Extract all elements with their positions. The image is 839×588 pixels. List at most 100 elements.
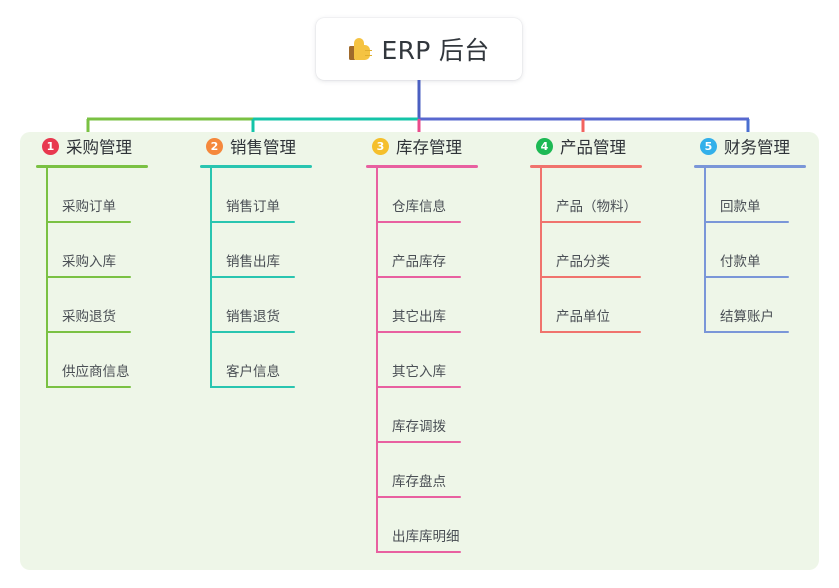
- branch-item[interactable]: 供应商信息: [36, 333, 186, 388]
- branch-spine: [540, 168, 542, 333]
- branch-item[interactable]: 仓库信息: [366, 168, 516, 223]
- branch-item[interactable]: 采购退货: [36, 278, 186, 333]
- branch-title: 财务管理: [724, 138, 790, 157]
- branch-item[interactable]: 采购入库: [36, 223, 186, 278]
- branch-item-underline: [540, 221, 641, 223]
- branch-item-underline: [46, 276, 131, 278]
- branch-item[interactable]: 结算账户: [694, 278, 839, 333]
- branch-item[interactable]: 客户信息: [200, 333, 350, 388]
- branch-item-underline: [540, 276, 641, 278]
- branch-spine: [46, 168, 48, 388]
- branch-item[interactable]: 产品（物料）: [530, 168, 680, 223]
- branch-item-underline: [210, 221, 295, 223]
- branch-item-label: 产品单位: [556, 309, 610, 325]
- branch-header[interactable]: 1 采购管理: [36, 132, 186, 160]
- branch-item-label: 仓库信息: [392, 199, 446, 215]
- branch-item-label: 出库库明细: [392, 529, 460, 545]
- branch-item-underline: [704, 331, 789, 333]
- branch-items: 回款单付款单结算账户: [694, 168, 839, 333]
- branch-item-underline: [376, 551, 461, 553]
- branch-item-underline: [540, 331, 641, 333]
- branch-spine: [704, 168, 706, 333]
- branch-underline: [530, 165, 642, 168]
- branch-number-badge: 4: [536, 137, 553, 155]
- branch-item[interactable]: 库存盘点: [366, 443, 516, 498]
- branch-number-badge: 3: [372, 137, 389, 155]
- branch-item[interactable]: 其它入库: [366, 333, 516, 388]
- branch-item[interactable]: 采购订单: [36, 168, 186, 223]
- branch-item[interactable]: 产品分类: [530, 223, 680, 278]
- branch-item-underline: [210, 331, 295, 333]
- branch-item-underline: [704, 221, 789, 223]
- branch-item-underline: [46, 331, 131, 333]
- branch-item[interactable]: 产品单位: [530, 278, 680, 333]
- branch-item-label: 销售订单: [226, 199, 280, 215]
- branch-item-label: 供应商信息: [62, 364, 130, 380]
- branch-item-label: 采购退货: [62, 309, 116, 325]
- branch-item[interactable]: 销售订单: [200, 168, 350, 223]
- branch-header[interactable]: 3 库存管理: [366, 132, 516, 160]
- branch-column: 4 产品管理产品（物料） 产品分类产品单位: [530, 132, 680, 333]
- branch-underline: [366, 165, 478, 168]
- branch-header[interactable]: 5 财务管理: [694, 132, 839, 160]
- branch-item-underline: [704, 276, 789, 278]
- branch-item[interactable]: 出库库明细: [366, 498, 516, 553]
- branch-item-label: 其它入库: [392, 364, 446, 380]
- branch-item-underline: [376, 386, 461, 388]
- branch-item[interactable]: 产品库存: [366, 223, 516, 278]
- branch-item[interactable]: 其它出库: [366, 278, 516, 333]
- branch-item-underline: [210, 386, 295, 388]
- branch-underline: [694, 165, 806, 168]
- branch-header[interactable]: 2 销售管理: [200, 132, 350, 160]
- branch-item-label: 产品分类: [556, 254, 610, 270]
- branch-item-underline: [210, 276, 295, 278]
- branch-underline: [200, 165, 312, 168]
- branch-items: 仓库信息产品库存其它出库其它入库库存调拨库存盘点出库库明细: [366, 168, 516, 553]
- branch-title: 库存管理: [396, 138, 462, 157]
- branch-item-underline: [376, 331, 461, 333]
- root-node-card[interactable]: ERP 后台: [316, 18, 522, 80]
- branch-column: 5 财务管理回款单付款单结算账户: [694, 132, 839, 333]
- branch-item[interactable]: 回款单: [694, 168, 839, 223]
- branch-item-underline: [46, 386, 131, 388]
- branch-title: 采购管理: [66, 138, 132, 157]
- branch-item-underline: [376, 276, 461, 278]
- branch-spine: [210, 168, 212, 388]
- branch-column: 1 采购管理采购订单采购入库采购退货供应商信息: [36, 132, 186, 388]
- branch-spine: [376, 168, 378, 553]
- branch-number-badge: 1: [42, 137, 59, 155]
- branch-item-label: 库存盘点: [392, 474, 446, 490]
- branch-item[interactable]: 销售出库: [200, 223, 350, 278]
- branch-item-label: 产品库存: [392, 254, 446, 270]
- branch-number-badge: 2: [206, 137, 223, 155]
- branch-number-badge: 5: [700, 137, 717, 155]
- branch-item[interactable]: 库存调拨: [366, 388, 516, 443]
- branch-item-label: 采购订单: [62, 199, 116, 215]
- branch-title: 销售管理: [230, 138, 296, 157]
- branch-underline: [36, 165, 148, 168]
- diagram-panel: 1 采购管理采购订单采购入库采购退货供应商信息 2 销售管理销售订单销售出库销售退货客…: [20, 132, 819, 570]
- branch-item-label: 产品（物料）: [556, 199, 637, 215]
- branch-item-label: 结算账户: [720, 309, 774, 325]
- branch-item-label: 库存调拨: [392, 419, 446, 435]
- root-node-title: ERP 后台: [381, 36, 490, 65]
- branch-item[interactable]: 付款单: [694, 223, 839, 278]
- branch-items: 产品（物料） 产品分类产品单位: [530, 168, 680, 333]
- branch-item-underline: [46, 221, 131, 223]
- branch-header[interactable]: 4 产品管理: [530, 132, 680, 160]
- branch-item-label: 销售退货: [226, 309, 280, 325]
- branch-item-underline: [376, 496, 461, 498]
- branch-item-underline: [376, 221, 461, 223]
- branch-column: 3 库存管理仓库信息产品库存其它出库其它入库库存调拨库存盘点出库库明细: [366, 132, 516, 553]
- branch-item-label: 销售出库: [226, 254, 280, 270]
- branch-item-label: 付款单: [720, 254, 761, 270]
- branch-item-label: 其它出库: [392, 309, 446, 325]
- branch-column: 2 销售管理销售订单销售出库销售退货客户信息: [200, 132, 350, 388]
- branch-item-label: 回款单: [720, 199, 761, 215]
- branch-title: 产品管理: [560, 138, 626, 157]
- branch-items: 销售订单销售出库销售退货客户信息: [200, 168, 350, 388]
- branch-item[interactable]: 销售退货: [200, 278, 350, 333]
- branch-item-label: 客户信息: [226, 364, 280, 380]
- branch-item-label: 采购入库: [62, 254, 116, 270]
- branch-item-underline: [376, 441, 461, 443]
